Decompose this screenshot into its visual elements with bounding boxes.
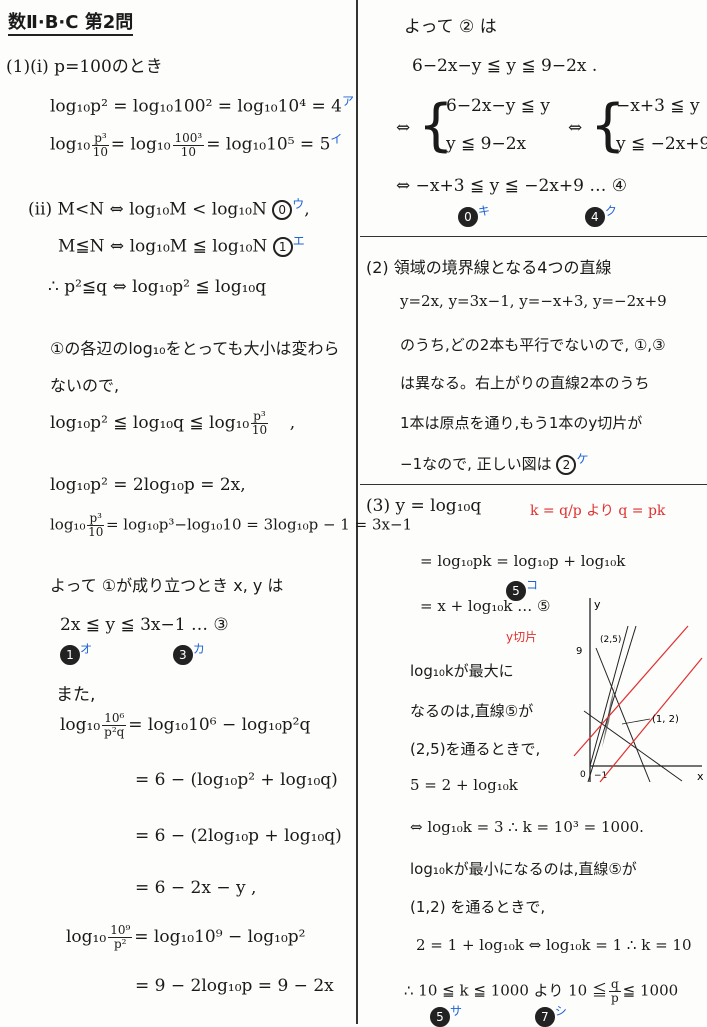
inequality-2: 6−2x−y ≦ y ≦ 9−2x . — [412, 56, 598, 76]
log-p2-2x: log₁₀p² = 2log₁₀p = 2x, — [50, 475, 246, 495]
so-2-line: よって ② は — [404, 17, 497, 37]
min-line-2: (1,2) を通るときで, — [410, 898, 546, 916]
max-line-3: (2,5)を通るときで, — [410, 740, 541, 758]
y-intercept-note: y切片 — [506, 630, 538, 644]
max-result: ⇔ log₁₀k = 3 ∴ k = 10³ = 1000. — [410, 818, 644, 836]
part-2-heading: (2) 領域の境界線となる4つの直線 — [366, 258, 612, 277]
line-5: = x + log₁₀k … ⑤ — [420, 597, 551, 615]
point-2-5: (2,5) — [600, 635, 621, 645]
part-2-line-4: は異なる。右上がりの直線2本のうち — [400, 374, 650, 392]
column-divider — [356, 0, 358, 1024]
part-2-line-3: のうち,どの2本も平行でないので, ①,③ — [400, 336, 666, 354]
red-line-max — [573, 625, 689, 757]
line-y-2x — [589, 625, 629, 767]
four-lines: y=2x, y=3x−1, y=−x+3, y=−2x+9 — [400, 292, 667, 310]
also-line: また, — [56, 685, 96, 705]
page-title: 数Ⅱ·B·C 第2問 — [8, 8, 134, 36]
line-y-3x-1 — [587, 625, 637, 783]
log-pk-line: = log₁₀pk = log₁₀p + log₁₀k — [420, 552, 626, 570]
red-line-min — [599, 657, 703, 783]
therefore-line: ∴ p²≦q ⇔ log₁₀p² ≦ log₁₀q — [48, 277, 267, 297]
point-1-2: (1, 2) — [652, 714, 679, 725]
point-1-2-pointer — [621, 718, 651, 725]
min-line-1: log₁₀kが最小になるのは,直線⑤が — [410, 860, 637, 878]
max-line-2: なるのは,直線⑤が — [410, 702, 534, 720]
expand-line-1: = 6 − (log₁₀p² + log₁₀q) — [135, 770, 338, 790]
section-divider-1 — [360, 236, 707, 237]
log-10-9-result: = 9 − 2log₁₀p = 9 − 2x — [135, 976, 334, 996]
section-divider-2 — [360, 484, 707, 485]
line-y-neg-2x-9 — [595, 647, 651, 783]
max-line-4: 5 = 2 + log₁₀k — [410, 776, 518, 794]
part-3-heading: (3) y = log₁₀q — [366, 496, 482, 516]
x-axis-label: x — [697, 770, 704, 783]
expand-line-3: = 6 − 2x − y , — [135, 878, 257, 898]
explanation-line-2: ないので, — [50, 376, 120, 395]
log-p2-line: log₁₀p² = log₁₀100² = log₁₀10⁴ = 4ア — [50, 94, 354, 117]
explanation-line-1: ①の各辺のlog₁₀をとっても大小は変わら — [50, 339, 340, 358]
y-tick-9: 9 — [576, 646, 582, 657]
origin-label: 0 — [580, 770, 586, 780]
red-note: k = q/p より q = pk — [530, 503, 666, 519]
so-line: よって ①が成り立つとき x, y は — [50, 576, 284, 595]
expand-line-2: = 6 − (2log₁₀p + log₁₀q) — [135, 826, 342, 846]
inequality-4: ⇔ −x+3 ≦ y ≦ −2x+9 … ④ — [396, 176, 628, 196]
max-line-1: log₁₀kが最大に — [410, 662, 514, 680]
part-2-line-5: 1本は原点を通り,もう1本のy切片が — [400, 414, 643, 432]
line-y-neg-x-3 — [583, 710, 683, 782]
neg-tick: −1 — [594, 771, 607, 781]
min-result: 2 = 1 + log₁₀k ⇔ log₁₀k = 1 ∴ k = 10 — [416, 936, 692, 954]
inequality-3: 2x ≦ y ≦ 3x−1 … ③ — [60, 615, 229, 635]
region-graph: x y 9 0 −1 (2,5) (1, 2) — [573, 598, 704, 783]
part-1-i-heading: (1)(i) p=100のとき — [6, 57, 163, 77]
y-axis-label: y — [594, 598, 601, 611]
